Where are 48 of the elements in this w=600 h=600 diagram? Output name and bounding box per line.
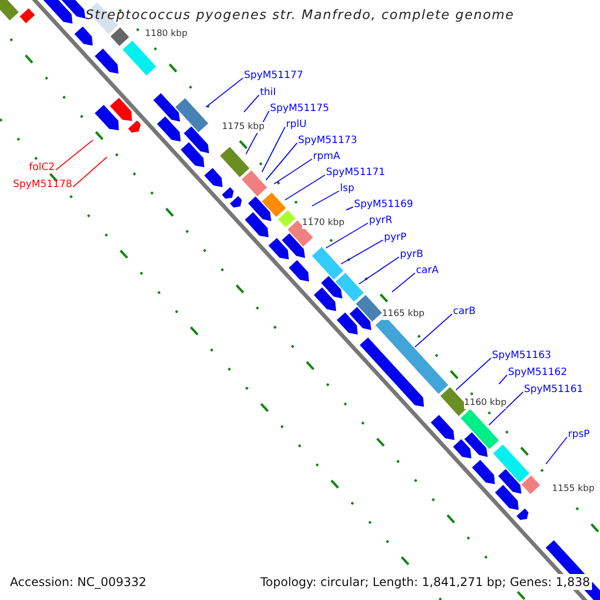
- gene-label: SpyM51169: [354, 199, 414, 211]
- leader-line: [312, 190, 340, 206]
- leader-line: [55, 140, 94, 170]
- gene-label: SpyM51161: [524, 384, 584, 396]
- gene-label: SpyM51178: [13, 179, 72, 191]
- gene-label: pyrR: [369, 215, 392, 227]
- leader-line: [498, 374, 508, 384]
- genome-info-text: Topology: circular; Length: 1,841,271 bp; Genes: 1,838: [258, 574, 592, 590]
- gene-label: rpmA: [313, 151, 340, 163]
- leader-line: [206, 78, 244, 108]
- gene-label: SpyM51163: [492, 350, 552, 362]
- leader-line: [340, 240, 384, 264]
- gene-label: SpyM51162: [508, 367, 568, 379]
- leader-line: [414, 314, 452, 348]
- leader-line: [346, 206, 354, 210]
- position-label: 1160 kbp: [464, 398, 506, 409]
- position-label: 1175 kbp: [222, 122, 264, 133]
- gene-label: carA: [416, 265, 439, 277]
- gene-label: SpyM51175: [270, 103, 330, 115]
- leader-line: [266, 142, 298, 180]
- position-label: 1170 kbp: [302, 218, 344, 229]
- gene-label: SpyM51171: [326, 167, 386, 179]
- title: Streptococcus pyogenes str. Manfredo, complete genome: [84, 8, 516, 23]
- leader-line: [274, 158, 312, 184]
- leader-line: [456, 358, 492, 390]
- gene-label: thiI: [260, 87, 276, 99]
- position-label: 1165 kbp: [382, 309, 424, 320]
- gene-label: rplU: [286, 119, 307, 131]
- gene-label: pyrB: [400, 249, 424, 261]
- gene-label: carB: [453, 306, 476, 318]
- leader-line: [244, 94, 260, 112]
- gene-label: SpyM51173: [298, 135, 358, 147]
- leader-line: [284, 174, 326, 200]
- leader-line: [488, 392, 524, 426]
- accession-text: Accession: NC_009332: [8, 574, 148, 590]
- gene-label: rpsP: [568, 429, 590, 441]
- position-label: 1155 kbp: [552, 484, 594, 495]
- leader-line: [546, 436, 568, 464]
- gene-label: pyrP: [384, 232, 406, 244]
- position-label: 1180 kbp: [145, 29, 188, 40]
- leader-line: [358, 256, 400, 284]
- leader-line: [326, 222, 368, 248]
- leader-line: [262, 126, 286, 172]
- leader-line: [392, 272, 416, 292]
- leader-line: [72, 156, 108, 188]
- gene-label: SpyM51177: [244, 70, 304, 82]
- gene-label: lsp: [340, 183, 354, 195]
- gene-label: folC2: [29, 162, 55, 174]
